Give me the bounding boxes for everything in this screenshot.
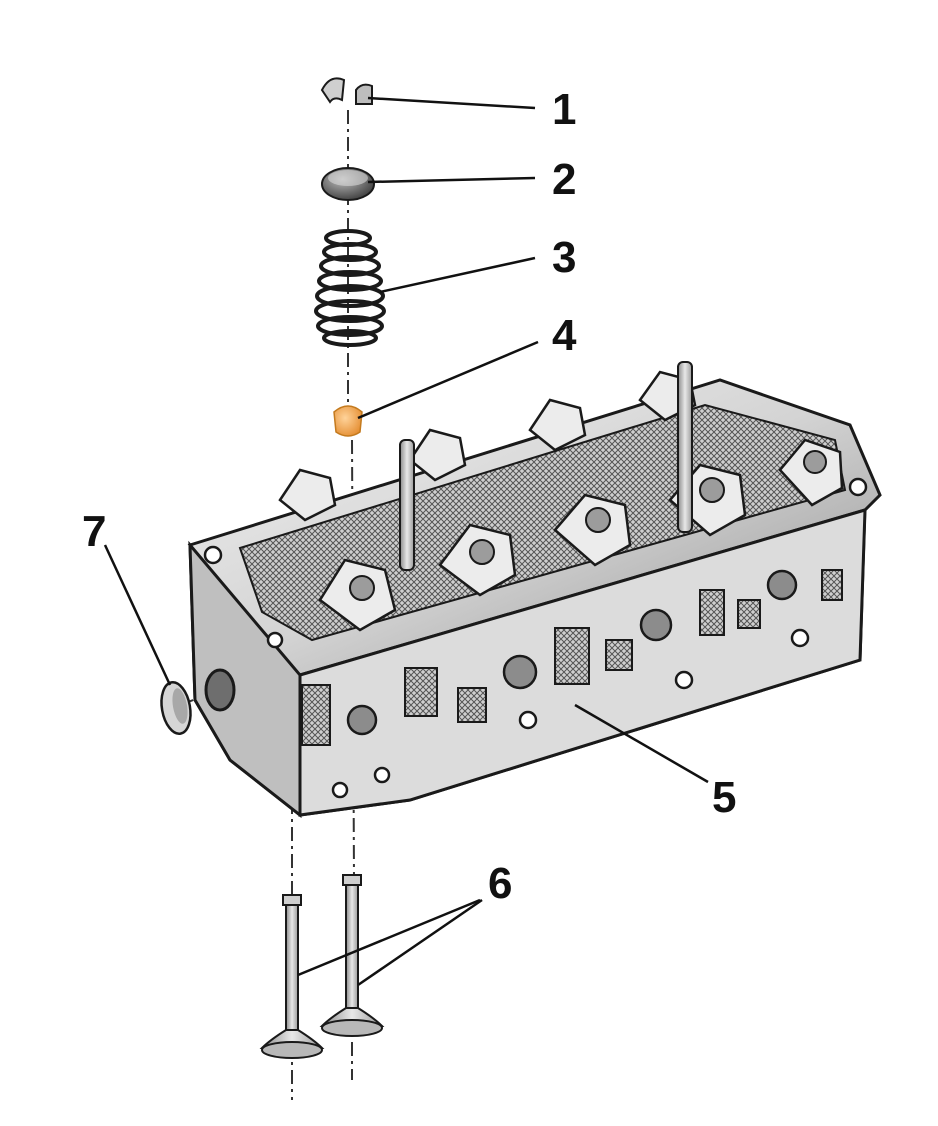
leader-1 [367, 96, 536, 110]
callout-7: 7 [82, 507, 106, 556]
leader-2 [367, 176, 536, 184]
leader-5 [574, 703, 709, 784]
callout-2: 2 [552, 155, 576, 204]
callout-3: 3 [552, 233, 576, 282]
leader-7 [103, 544, 172, 686]
leader-lines [103, 96, 709, 987]
valve-spring [314, 229, 386, 347]
valve-stem-seal [333, 405, 363, 437]
sealing-plug [160, 681, 192, 735]
leader-6b [357, 898, 483, 987]
valve-left [259, 894, 325, 1059]
callout-6: 6 [488, 859, 512, 908]
callout-4: 4 [552, 311, 577, 360]
valve-right [319, 874, 385, 1037]
leader-4 [357, 340, 539, 420]
leader-3 [379, 256, 536, 294]
cylinder-head [187, 361, 882, 819]
callout-5: 5 [712, 773, 736, 822]
spring-retainer [321, 167, 375, 201]
valve-keepers [320, 77, 373, 105]
leader-6a [297, 898, 481, 977]
valves [259, 874, 385, 1059]
callout-1: 1 [552, 85, 576, 134]
